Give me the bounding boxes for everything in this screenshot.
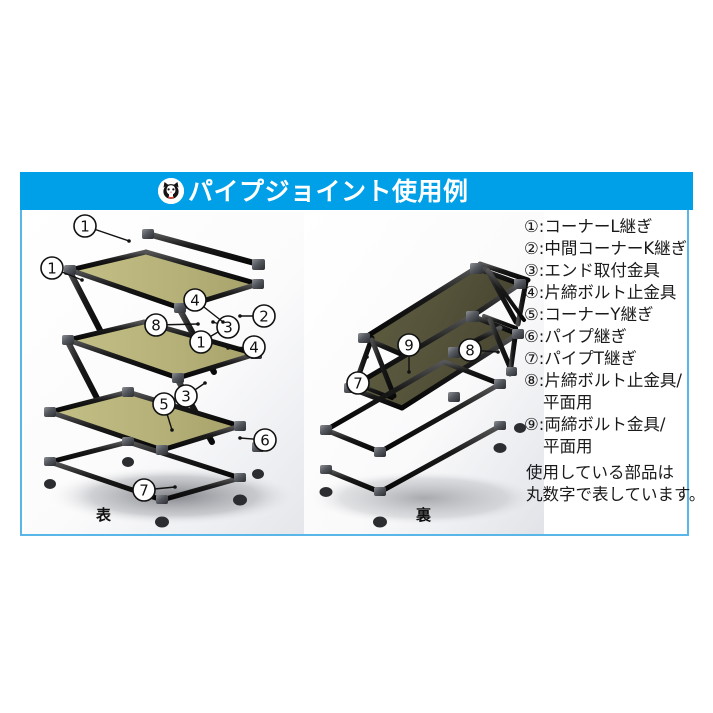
legend-item: ⑥:パイプ継ぎ	[524, 326, 694, 348]
legend-item: ①:コーナーL継ぎ	[524, 216, 694, 238]
legend-note: 使用している部品は 丸数字で表しています。	[526, 462, 706, 506]
legend-item-number: ①:	[524, 217, 545, 236]
legend-item: ⑤:コーナーY継ぎ	[524, 304, 694, 326]
legend-item-label: パイプT継ぎ	[544, 349, 637, 368]
legend-item-number: ②:	[524, 239, 545, 258]
legend-item-label: 中間コーナーK継ぎ	[544, 239, 688, 258]
cat-mascot-icon	[158, 178, 184, 204]
legend-item-number: ⑦:	[524, 349, 545, 368]
legend-item-number: ⑤:	[524, 305, 545, 324]
legend-item-label: 片締ボルト止金具	[544, 283, 677, 302]
legend-item: ⑨:両締ボルト金具/	[524, 414, 694, 436]
legend-item-number: ⑧:	[524, 371, 545, 390]
legend-item-label: パイプ継ぎ	[544, 327, 627, 346]
legend-note-line2: 丸数字で表しています。	[526, 485, 706, 504]
page-title: パイプジョイント使用例	[188, 176, 469, 206]
legend-item: ②:中間コーナーK継ぎ	[524, 238, 694, 260]
diagram-back-view	[304, 212, 544, 534]
legend-item-number: ③:	[524, 261, 545, 280]
header-bar: パイプジョイント使用例	[20, 172, 693, 210]
legend-item-label: 片締ボルト止金具/	[544, 371, 682, 390]
legend-item: ④:片締ボルト止金具	[524, 282, 694, 304]
legend-item-label-cont: 平面用	[543, 393, 593, 412]
legend-item-label-cont: 平面用	[543, 437, 593, 456]
legend-item-label: コーナーL継ぎ	[544, 217, 653, 236]
legend-item: ⑧:片締ボルト止金具/	[524, 370, 694, 392]
legend-item: ③:エンド取付金具	[524, 260, 694, 282]
legend-item-label: エンド取付金具	[544, 261, 660, 280]
view-label-front: 表	[96, 506, 112, 524]
legend-item-number: ⑨:	[524, 415, 545, 434]
diagram-front-view	[24, 212, 320, 534]
legend-item-label: コーナーY継ぎ	[544, 305, 654, 324]
legend-note-line1: 使用している部品は	[526, 463, 675, 482]
legend-item-number: ⑥:	[524, 327, 545, 346]
view-label-back: 裏	[416, 506, 432, 524]
legend-item-label: 両締ボルト金具/	[544, 415, 666, 434]
legend-item: ⑦:パイプT継ぎ	[524, 348, 694, 370]
legend-item-number: ④:	[524, 283, 545, 302]
